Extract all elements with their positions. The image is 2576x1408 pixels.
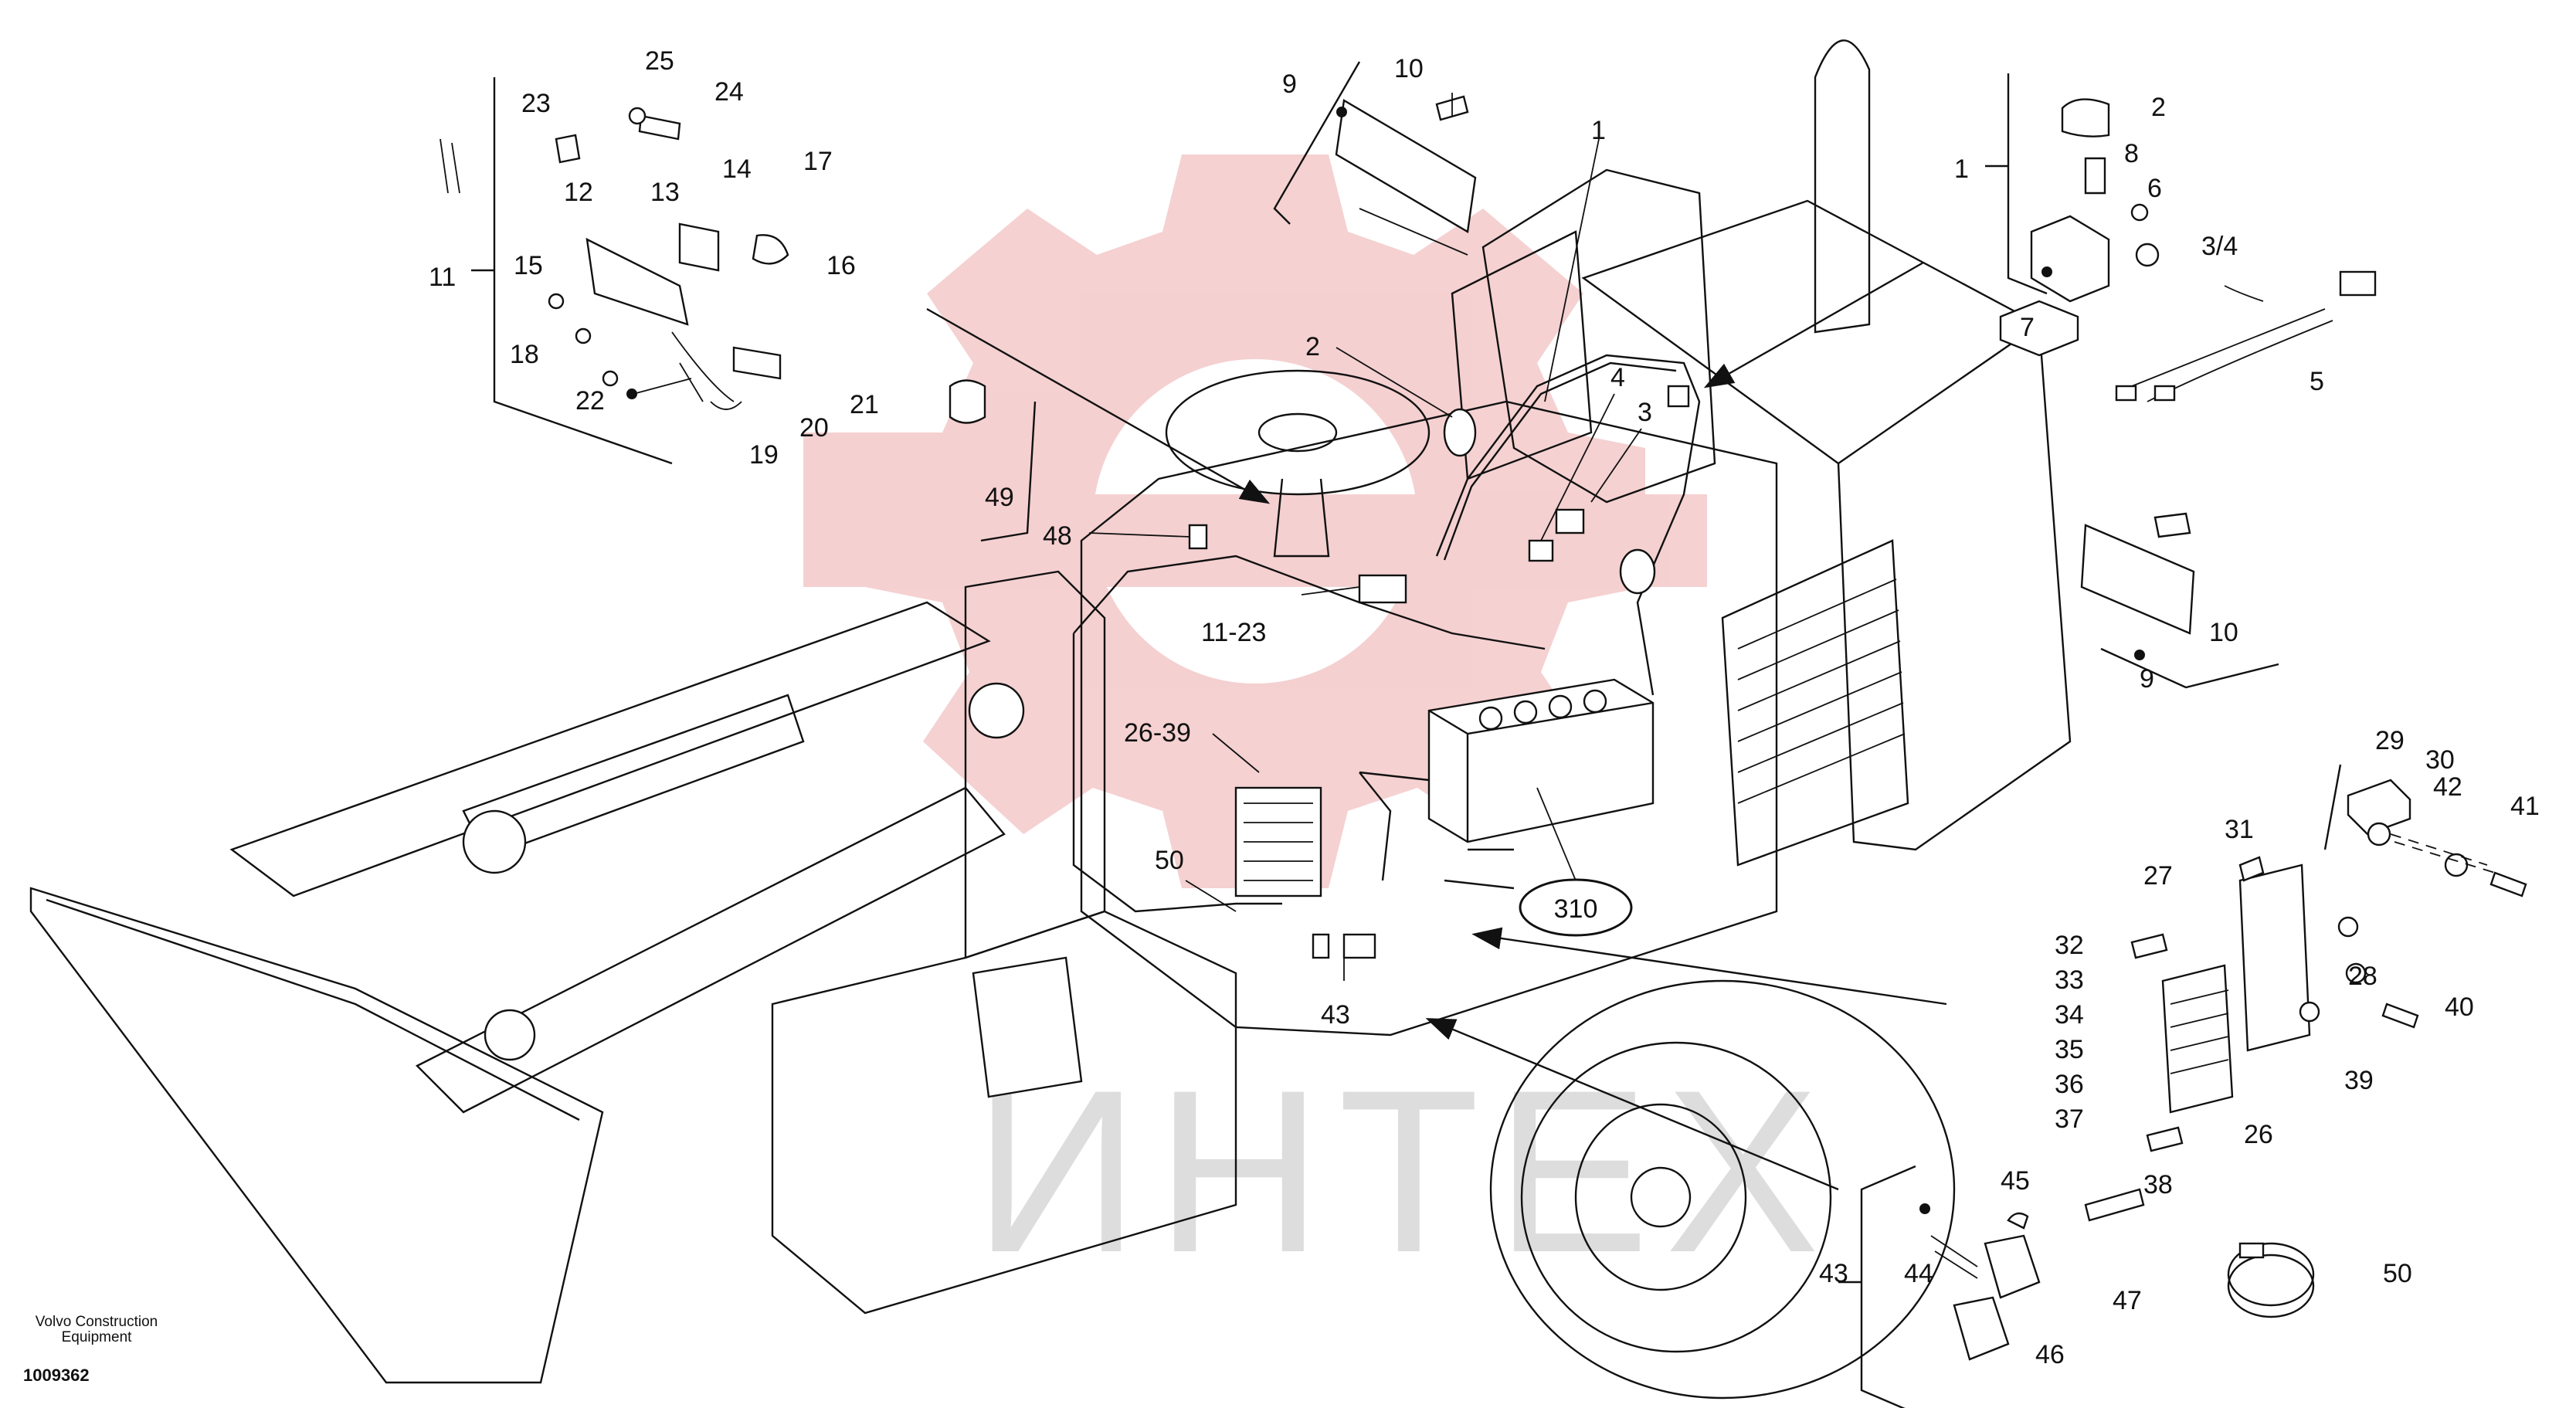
- callout-35: 35: [2055, 1035, 2084, 1064]
- callout-3: 3: [1638, 398, 1652, 427]
- callout-43-main: 43: [1321, 1000, 1350, 1030]
- callout-r2: 2: [2151, 93, 2166, 122]
- callout-1: 1: [1591, 116, 1606, 145]
- company-name: Volvo Construction Equipment: [23, 1315, 170, 1345]
- callout-24: 24: [714, 77, 744, 107]
- callout-50-main: 50: [1155, 846, 1184, 875]
- callout-36: 36: [2055, 1070, 2084, 1099]
- callout-47: 47: [2113, 1286, 2142, 1315]
- callout-29: 29: [2375, 726, 2405, 755]
- callout-23: 23: [521, 89, 551, 118]
- group-11-25-bracket-assembly: [440, 77, 789, 465]
- callout-s50: 50: [2383, 1259, 2412, 1288]
- callout-38: 38: [2143, 1170, 2173, 1199]
- callout-21: 21: [850, 390, 879, 419]
- callout-40: 40: [2445, 992, 2474, 1022]
- callout-labels: 1 2 3 4 9 10 11-23 26-39 48 49 50 43 11 …: [429, 46, 2540, 1369]
- callout-32: 32: [2055, 931, 2084, 960]
- company-line-2: Equipment: [61, 1329, 132, 1345]
- callout-2: 2: [1305, 332, 1320, 361]
- callout-49: 49: [985, 483, 1014, 512]
- document-number: 1009362: [23, 1366, 90, 1385]
- callout-arrows: [926, 261, 1947, 1191]
- callout-15: 15: [514, 251, 543, 280]
- callout-19: 19: [749, 440, 779, 470]
- callout-11: 11: [429, 263, 456, 292]
- callout-r6: 6: [2147, 174, 2162, 203]
- callout-r3-4: 3/4: [2201, 232, 2238, 261]
- group-1-8-switch-assembly: [1985, 73, 2377, 402]
- reference-310-badge: [1519, 878, 1633, 937]
- callout-42: 42: [2433, 772, 2462, 802]
- callout-r10: 10: [2209, 618, 2238, 647]
- callout-r8: 8: [2124, 139, 2139, 168]
- callout-11-23: 11-23: [1201, 618, 1266, 647]
- wheel-loader-drawing: [29, 39, 2072, 1400]
- callout-17: 17: [803, 147, 833, 176]
- callout-37: 37: [2055, 1104, 2084, 1134]
- callout-14: 14: [722, 154, 752, 184]
- callout-12: 12: [564, 178, 593, 207]
- callout-31: 31: [2225, 815, 2254, 844]
- callout-39: 39: [2344, 1066, 2374, 1095]
- callout-27: 27: [2143, 861, 2173, 891]
- callout-10-top: 10: [1394, 54, 1424, 83]
- group-26-42-fuse-holder: [2130, 764, 2527, 1152]
- callout-25: 25: [645, 46, 674, 76]
- callout-41: 41: [2510, 792, 2540, 821]
- callout-43: 43: [1819, 1259, 1848, 1288]
- battery: [1427, 678, 1655, 843]
- callout-44: 44: [1904, 1259, 1933, 1288]
- callout-22: 22: [575, 386, 605, 416]
- callout-45: 45: [2001, 1166, 2030, 1196]
- callout-30: 30: [2425, 745, 2455, 775]
- callout-r1: 1: [1954, 154, 1969, 184]
- callout-r9: 9: [2140, 664, 2154, 694]
- callout-9-top: 9: [1282, 70, 1297, 99]
- hose-clamp-50: [2227, 1242, 2315, 1318]
- callout-4: 4: [1610, 363, 1625, 392]
- callout-28: 28: [2348, 962, 2377, 991]
- cover-plate-top: [1273, 61, 1477, 256]
- rear-wheel: [1489, 979, 1956, 1400]
- group-43-47-connector: [1838, 1165, 2145, 1408]
- callout-18: 18: [510, 340, 539, 369]
- cover-plate-right: [2080, 512, 2279, 689]
- callout-310: 310: [1554, 894, 1598, 924]
- callout-16: 16: [826, 251, 856, 280]
- leader-lines: [1088, 93, 1642, 981]
- callout-26: 26: [2244, 1120, 2273, 1149]
- callout-48: 48: [1043, 521, 1072, 551]
- watermark-text: ИНТЕХ: [973, 1041, 1835, 1301]
- callout-26-39: 26-39: [1124, 718, 1191, 748]
- part-49-cap: [949, 379, 1037, 542]
- callout-r5: 5: [2310, 367, 2324, 396]
- callout-34: 34: [2055, 1000, 2084, 1030]
- callout-33: 33: [2055, 965, 2084, 995]
- document-footer: Volvo Construction Equipment 1009362: [23, 1315, 170, 1386]
- company-line-1: Volvo Construction: [35, 1314, 158, 1330]
- callout-46: 46: [2035, 1340, 2065, 1369]
- callout-20: 20: [799, 413, 829, 443]
- callout-r7: 7: [2020, 313, 2035, 342]
- callout-13: 13: [650, 178, 680, 207]
